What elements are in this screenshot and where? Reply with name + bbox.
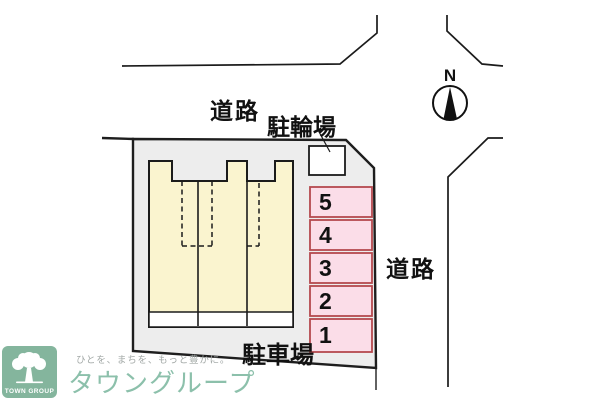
building-porch-strip	[148, 311, 294, 328]
parking-space-number: 1	[319, 322, 332, 348]
road-label-top: 道路	[210, 98, 260, 124]
compass-icon	[432, 85, 468, 121]
parking-space-number: 3	[319, 255, 332, 281]
parking-space-number: 2	[319, 288, 332, 314]
road-edge-lines	[121, 15, 504, 387]
parking-space-number: 4	[319, 222, 332, 248]
parking-space-number: 5	[319, 189, 332, 215]
property-top-extension-line	[101, 136, 135, 141]
brand-company-name: タウングループ	[68, 368, 256, 398]
bicycle-parking-area	[308, 145, 346, 176]
bicycle-label-leader-line	[317, 129, 331, 153]
parking-space-rects	[309, 186, 373, 353]
tree-icon	[12, 352, 46, 384]
building-outline	[148, 160, 294, 328]
town-group-logo: TOWN GROUP	[2, 346, 57, 398]
brand-slogan: ひとを、まちを、もっと豊かに。	[76, 355, 231, 366]
compass-north-label: N	[443, 66, 457, 85]
logo-town-group-text: TOWN GROUP	[4, 388, 55, 395]
road-label-right: 道路	[386, 256, 436, 282]
stairwell-dashed-marks	[181, 181, 260, 247]
car-parking-label: 駐車場	[242, 342, 314, 369]
bicycle-parking-label: 駐輪場	[267, 114, 336, 140]
